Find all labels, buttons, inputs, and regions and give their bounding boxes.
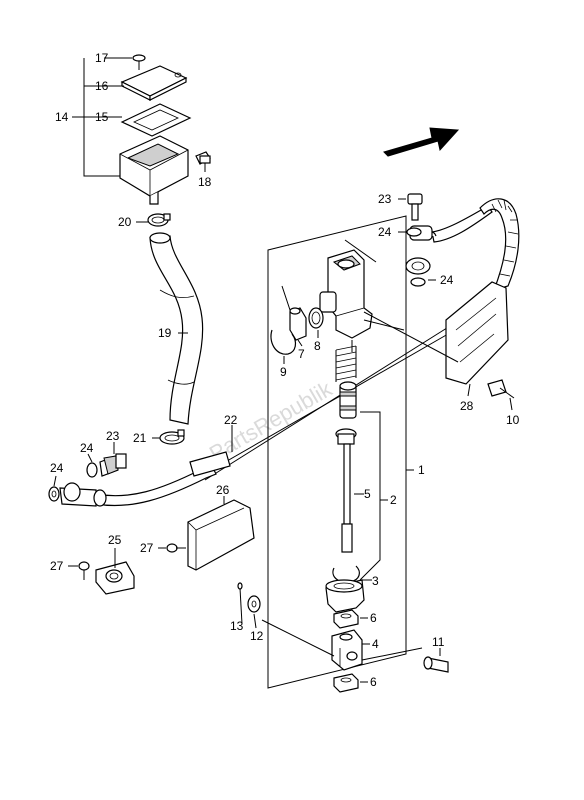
circlip-9 <box>270 329 297 355</box>
washer-24-upper-b <box>410 277 426 287</box>
label-part-10: 10 <box>506 413 520 427</box>
reservoir-cap-16 <box>120 65 188 101</box>
label-part-7: 7 <box>298 347 305 361</box>
clevis-pin-11 <box>423 656 449 673</box>
leader-28 <box>467 383 471 397</box>
reservoir-hose-19 <box>149 232 204 425</box>
label-part-27-left: 27 <box>50 559 64 573</box>
direction-arrow-icon <box>383 127 460 157</box>
label-part-23-upper: 23 <box>378 192 392 206</box>
label-part-9: 9 <box>280 365 287 379</box>
label-part-24-a: 24 <box>80 441 94 455</box>
nut-6-upper <box>333 609 359 629</box>
banjo-fitting <box>405 257 431 275</box>
hose-clamp-21 <box>159 429 185 445</box>
cotter-pin-13 <box>237 582 243 625</box>
hose-guard-26 <box>187 499 255 571</box>
label-part-17: 17 <box>95 51 109 65</box>
label-part-21: 21 <box>133 431 147 445</box>
screw-27-left <box>78 561 90 580</box>
label-part-22: 22 <box>224 413 238 427</box>
leader-12 <box>253 613 257 629</box>
leader-24-a <box>87 453 93 463</box>
hose-guide-line <box>363 311 459 363</box>
diaphragm-plate-15 <box>120 103 192 137</box>
leader-10 <box>509 397 513 411</box>
label-part-6-upper: 6 <box>370 611 377 625</box>
clevis-4 <box>331 629 363 671</box>
label-part-3: 3 <box>372 574 379 588</box>
brake-hose-28 <box>409 198 520 385</box>
label-part-11: 11 <box>432 635 445 649</box>
bolt-18 <box>195 151 211 165</box>
dust-boot <box>325 579 365 613</box>
guide-11 <box>361 647 423 661</box>
label-part-28: 28 <box>460 399 474 413</box>
washer-24-lower-b <box>48 486 60 502</box>
screw-27-right <box>166 543 186 553</box>
leader-24-b <box>53 475 57 487</box>
hose-holder-25 <box>95 561 135 595</box>
screw-17 <box>132 54 146 70</box>
piston <box>339 381 357 419</box>
label-part-20: 20 <box>118 215 132 229</box>
label-part-16: 16 <box>95 79 109 93</box>
label-part-25: 25 <box>108 533 122 547</box>
label-part-23-lower: 23 <box>106 429 120 443</box>
label-part-15: 15 <box>95 110 109 124</box>
label-part-27-right: 27 <box>140 541 154 555</box>
label-part-13: 13 <box>230 619 244 633</box>
o-ring-8 <box>308 307 324 329</box>
washer-12 <box>247 595 261 613</box>
master-cylinder-body <box>319 249 373 339</box>
bracket-2 <box>359 411 381 581</box>
hose-clamp-20 <box>147 213 171 227</box>
reservoir-14 <box>119 135 189 205</box>
label-part-24-b: 24 <box>50 461 64 475</box>
label-part-12: 12 <box>250 629 264 643</box>
label-part-2: 2 <box>390 493 397 507</box>
label-part-6-lower: 6 <box>370 675 377 689</box>
washer-24-upper-a <box>406 227 422 237</box>
push-rod-5 <box>335 428 357 553</box>
bolt-10 <box>487 379 515 399</box>
alignment-line <box>204 315 467 481</box>
union-bolt-23-lower <box>99 453 127 477</box>
label-part-24-upper-b: 24 <box>440 273 454 287</box>
assembly-outline <box>267 215 407 689</box>
brake-hose-22 <box>59 451 231 507</box>
label-part-8: 8 <box>314 339 321 353</box>
nut-6-lower <box>333 673 359 693</box>
washer-24-lower-a <box>86 462 98 478</box>
guide-pin-line <box>261 619 335 657</box>
label-part-24-upper-a: 24 <box>378 225 392 239</box>
body-guide-lines <box>344 239 405 352</box>
pin-7 <box>289 307 307 341</box>
label-part-26: 26 <box>216 483 230 497</box>
leader-14 <box>72 58 120 177</box>
label-part-14: 14 <box>55 110 69 124</box>
return-spring <box>335 345 357 382</box>
label-part-19: 19 <box>158 326 172 340</box>
label-part-4: 4 <box>372 637 379 651</box>
leader-7 <box>281 285 303 347</box>
label-part-18: 18 <box>198 175 212 189</box>
union-bolt-23-upper <box>407 193 423 221</box>
label-part-5: 5 <box>364 487 371 501</box>
label-part-1: 1 <box>418 463 425 477</box>
